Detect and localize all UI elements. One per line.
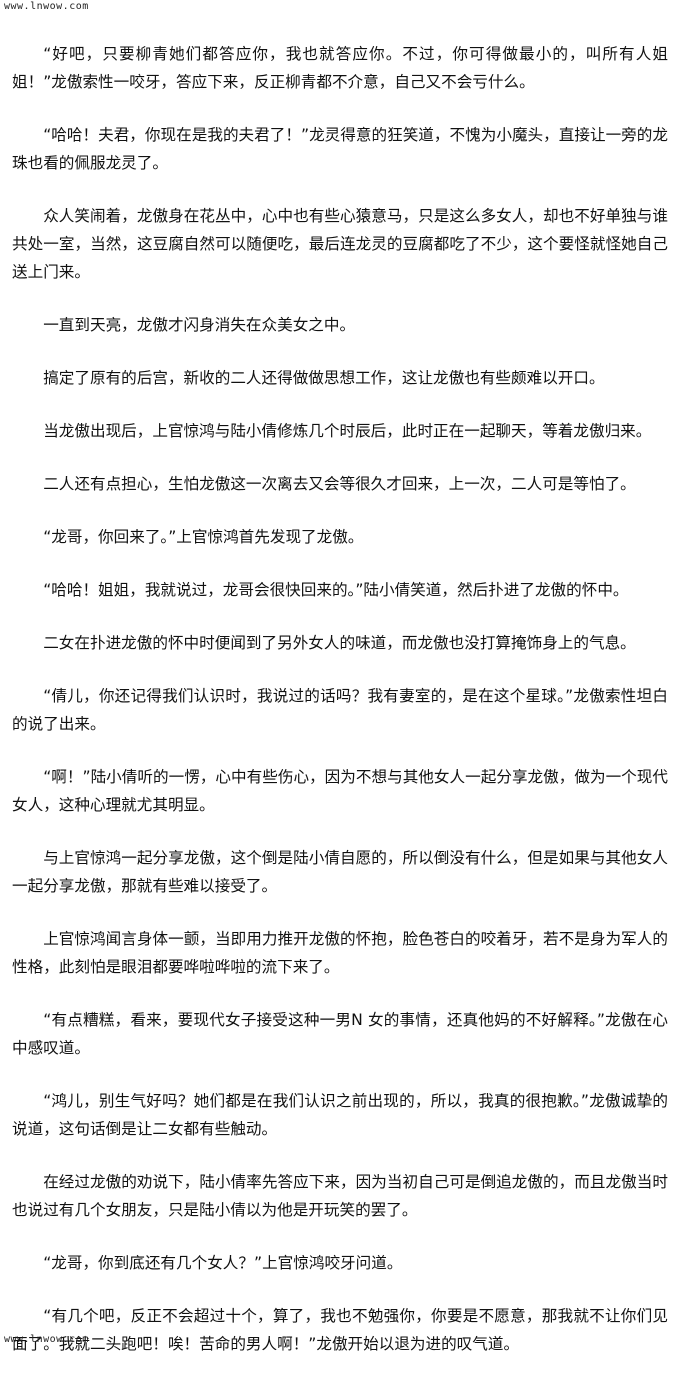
paragraph: “有点糟糕，看来，要现代女子接受这种一男N 女的事情，还真他妈的不好解释。”龙傲… bbox=[12, 1011, 668, 1057]
paragraph: “有几个吧，反正不会超过十个，算了，我也不勉强你，你要是不愿意，那我就不让你们见… bbox=[12, 1307, 668, 1353]
paragraph: 众人笑闹着，龙傲身在花丛中，心中也有些心猿意马，只是这么多女人，却也不好单独与谁… bbox=[12, 207, 668, 281]
paragraph: “啊！”陆小倩听的一愣，心中有些伤心，因为不想与其他女人一起分享龙傲，做为一个现… bbox=[12, 768, 668, 814]
paragraph: “倩儿，你还记得我们认识时，我说过的话吗？我有妻室的，是在这个星球。”龙傲索性坦… bbox=[12, 687, 668, 733]
paragraph: 上官惊鸿闻言身体一颤，当即用力推开龙傲的怀抱，脸色苍白的咬着牙，若不是身为军人的… bbox=[12, 930, 668, 976]
watermark-bottom: www.lnwow.com bbox=[4, 1334, 89, 1345]
paragraph: 二人还有点担心，生怕龙傲这一次离去又会等很久才回来，上一次，二人可是等怕了。 bbox=[43, 475, 636, 493]
paragraph: “哈哈！夫君，你现在是我的夫君了！”龙灵得意的狂笑道，不愧为小魔头，直接让一旁的… bbox=[12, 126, 668, 172]
paragraph: “龙哥，你到底还有几个女人？”上官惊鸿咬牙问道。 bbox=[43, 1254, 403, 1272]
paragraph: 二女在扑进龙傲的怀中时便闻到了另外女人的味道，而龙傲也没打算掩饰身上的气息。 bbox=[43, 634, 636, 652]
paragraph: “鸿儿，别生气好吗？她们都是在我们认识之前出现的，所以，我真的很抱歉。”龙傲诚挚… bbox=[12, 1092, 668, 1138]
paragraph: 当龙傲出现后，上官惊鸿与陆小倩修炼几个时辰后，此时正在一起聊天，等着龙傲归来。 bbox=[43, 422, 652, 440]
paragraph: “好吧，只要柳青她们都答应你，我也就答应你。不过，你可得做最小的，叫所有人姐姐！… bbox=[12, 45, 668, 91]
paragraph: 一直到天亮，龙傲才闪身消失在众美女之中。 bbox=[43, 316, 356, 334]
paragraph: “哈哈！姐姐，我就说过，龙哥会很快回来的。”陆小倩笑道，然后扑进了龙傲的怀中。 bbox=[43, 581, 629, 599]
paragraph: 搞定了原有的后宫，新收的二人还得做做思想工作，这让龙傲也有些颇难以开口。 bbox=[43, 369, 605, 387]
watermark-top: www.lnwow.com bbox=[4, 1, 89, 12]
paragraph: 与上官惊鸿一起分享龙傲，这个倒是陆小倩自愿的，所以倒没有什么，但是如果与其他女人… bbox=[12, 849, 668, 895]
paragraph: “龙哥，你回来了。”上官惊鸿首先发现了龙傲。 bbox=[43, 528, 364, 546]
document-body: “好吧，只要柳青她们都答应你，我也就答应你。不过，你可得做最小的，叫所有人姐姐！… bbox=[12, 40, 668, 1383]
paragraph: 在经过龙傲的劝说下，陆小倩率先答应下来，因为当初自己可是倒追龙傲的，而且龙傲当时… bbox=[12, 1173, 668, 1219]
